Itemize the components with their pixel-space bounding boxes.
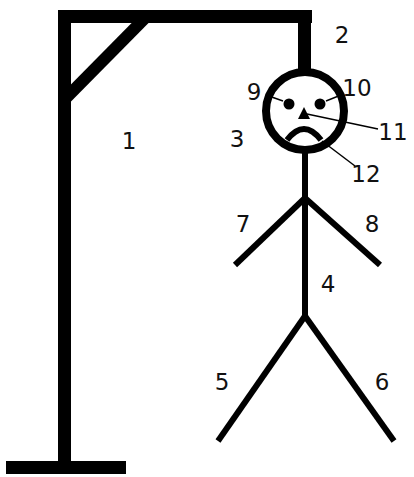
head: [266, 72, 344, 150]
left-eye: [284, 99, 295, 110]
torso: [302, 150, 308, 318]
rope: [298, 18, 311, 74]
gallows-post: [58, 10, 71, 468]
leader-line: [266, 95, 283, 101]
right-eye: [315, 99, 326, 110]
callout-number: 7: [236, 213, 251, 236]
left-leg: [218, 316, 305, 441]
leader-line: [307, 114, 378, 129]
right-leg: [305, 316, 394, 441]
body: [218, 150, 394, 441]
callout-number: 11: [378, 121, 407, 144]
left-arm: [235, 198, 305, 265]
leader-line: [322, 141, 355, 166]
callout-number: 9: [247, 81, 262, 104]
callout-number: 5: [215, 371, 230, 394]
nose: [298, 107, 310, 119]
gallows-beam: [58, 10, 312, 23]
callout-number: 4: [321, 273, 336, 296]
right-arm: [305, 198, 380, 265]
leader-line: [326, 95, 341, 101]
callout-number: 10: [342, 77, 371, 100]
callout-number: 6: [375, 371, 390, 394]
callout-number: 2: [335, 24, 350, 47]
gallows-brace: [66, 17, 146, 98]
mouth: [287, 129, 321, 140]
leader-lines: [266, 95, 378, 166]
callout-number: 8: [365, 213, 380, 236]
callout-number: 1: [122, 130, 137, 153]
callout-number: 3: [230, 128, 245, 151]
gallows: [6, 10, 312, 474]
gallows-base: [6, 461, 126, 474]
callout-number: 12: [351, 163, 380, 186]
